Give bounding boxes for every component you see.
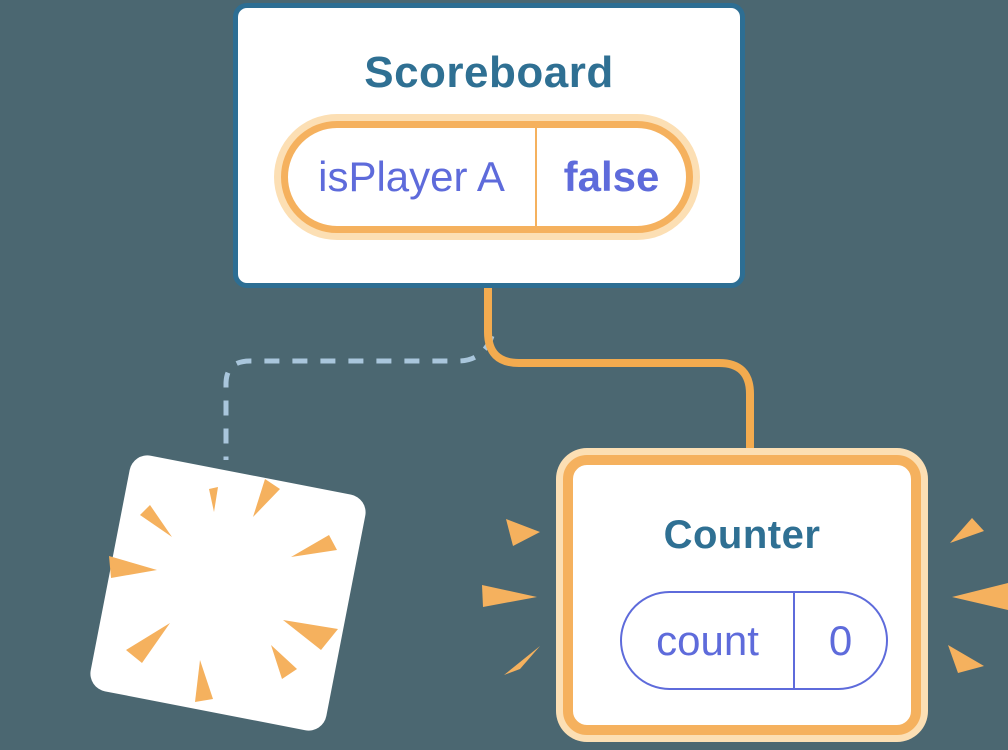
state-name: count xyxy=(656,616,759,664)
dashed-connector-line xyxy=(223,335,495,460)
counter-state-pill: count 0 xyxy=(620,591,888,690)
counter-title: Counter xyxy=(663,513,821,557)
counter-card: Counter count 0 xyxy=(563,455,921,735)
state-value: false xyxy=(563,153,660,200)
pill-divider xyxy=(535,128,537,226)
scoreboard-title: Scoreboard xyxy=(364,48,614,97)
emphasis-rays-right-icon xyxy=(948,518,1008,673)
poof-card xyxy=(87,452,369,734)
pill-divider xyxy=(793,593,795,688)
solid-connector-line xyxy=(484,286,754,456)
scoreboard-card: Scoreboard isPlayer A false xyxy=(233,3,745,288)
state-value: 0 xyxy=(828,616,853,664)
emphasis-rays-left-icon xyxy=(482,519,540,675)
state-name: isPlayer A xyxy=(318,153,505,200)
scoreboard-state-pill: isPlayer A false xyxy=(281,121,693,233)
